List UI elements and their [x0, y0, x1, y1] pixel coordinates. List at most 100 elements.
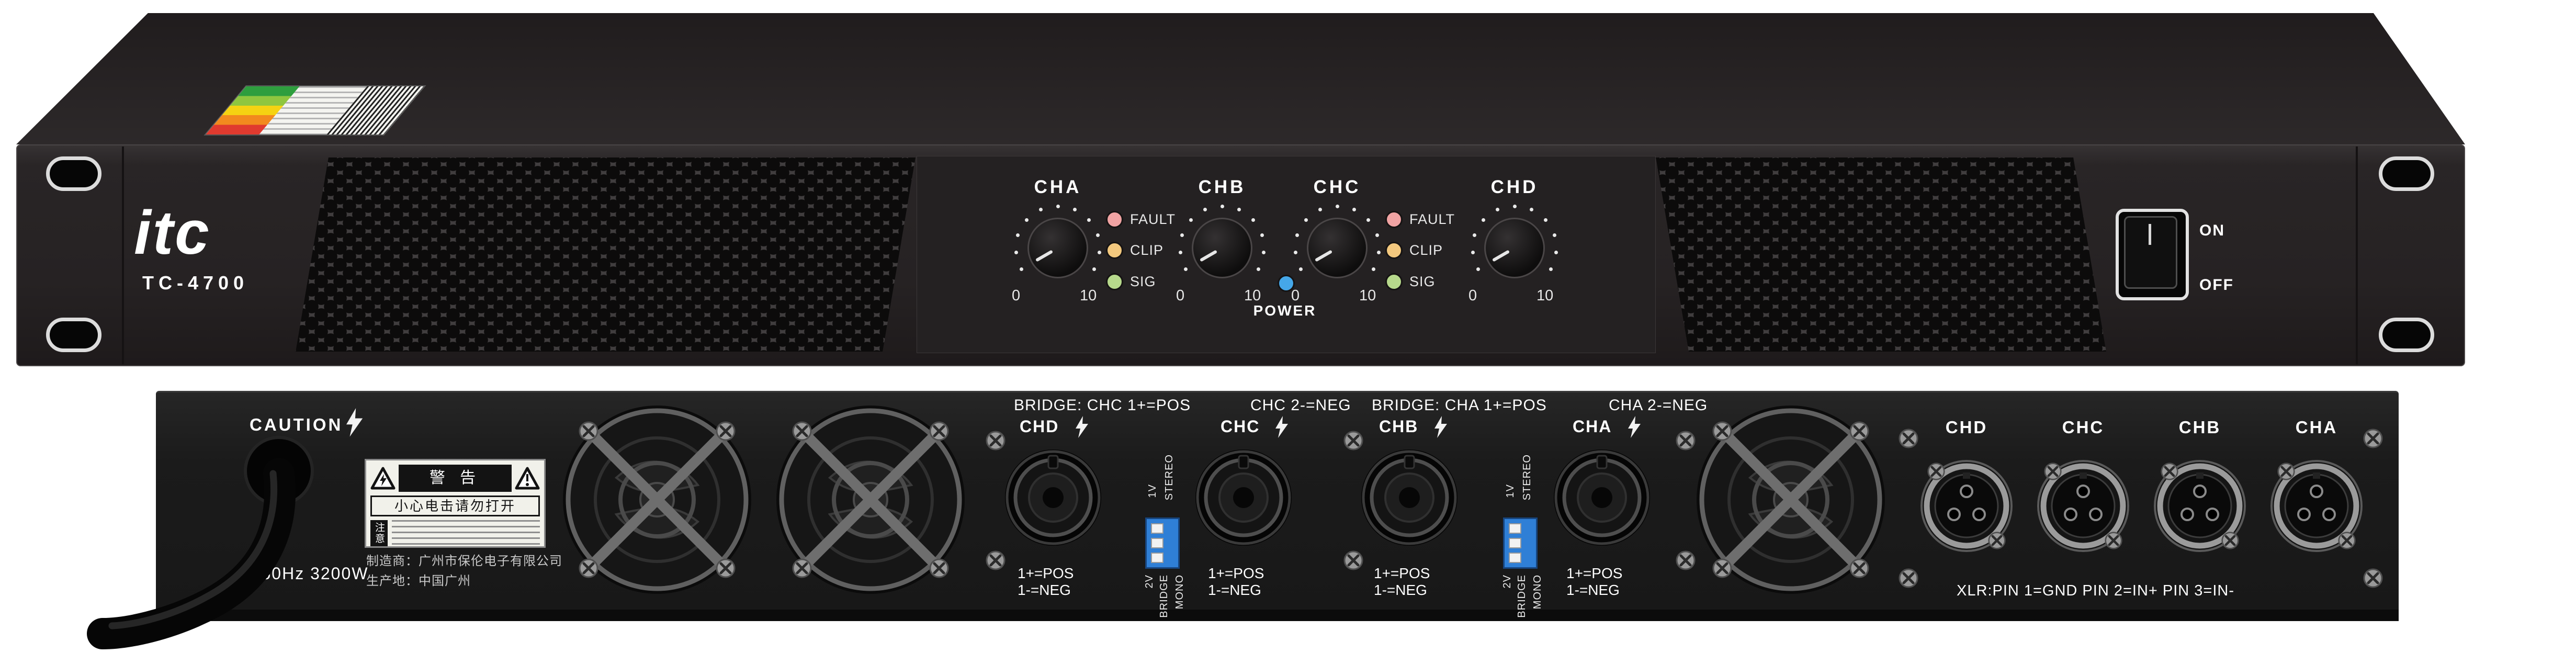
origin-line: 生产地：中国广州 [366, 574, 471, 588]
dip-label-mono: MONO [1532, 575, 1543, 610]
model-number: TC-4700 [142, 272, 249, 294]
speakon-neg-note: 1-=NEG [1566, 582, 1620, 598]
knob-tick [1295, 233, 1300, 237]
rack-screw-slot [46, 156, 101, 191]
knob-tick [1293, 250, 1297, 254]
clip-led [1385, 242, 1403, 259]
gain-knob-cha [1027, 218, 1088, 278]
rack-screw-slot [46, 318, 101, 352]
knob-tick [1020, 267, 1024, 271]
dip-toggle [1151, 523, 1163, 534]
channel-label-chc: CHC [1313, 177, 1361, 197]
knob-min-label: 0 [1176, 287, 1185, 304]
knob-min-label: 0 [1468, 287, 1477, 304]
knob-tick [1471, 250, 1475, 254]
knob-tick [1552, 233, 1556, 237]
dip-label-bridge: BRIDGE [1158, 575, 1170, 618]
gain-knob-chb [1192, 218, 1252, 278]
rack-screw-slot [2379, 156, 2434, 191]
xlr-pinout-note: XLR:PIN 1=GND PIN 2=IN+ PIN 3=IN- [1957, 582, 2235, 599]
speaker-grille-left [296, 157, 916, 352]
power-led-label: POWER [1253, 302, 1317, 319]
signal-led-label: SIG [1130, 274, 1156, 289]
knob-min-label: 0 [1012, 287, 1021, 304]
knob-tick [1375, 233, 1379, 237]
knob-max-label: 10 [1536, 287, 1554, 304]
warning-note: 注意 [370, 520, 388, 546]
fault-led [1106, 211, 1123, 228]
mode-dip-switch [1503, 517, 1538, 569]
clip-led-label: CLIP [1130, 242, 1164, 258]
knob-tick [1371, 267, 1375, 271]
knob-tick [1178, 250, 1182, 254]
bridge-note-group2-right: CHA 2-=NEG [1609, 397, 1708, 414]
dip-toggle [1509, 523, 1521, 534]
bridge-note-group1-left: BRIDGE: CHC 1+=POS [1014, 397, 1191, 414]
speakon-pos-note: 1+=POS [1374, 565, 1430, 581]
knob-tick [1476, 267, 1481, 271]
knob-max-label: 10 [1080, 287, 1097, 304]
speakon-neg-note: 1-=NEG [1018, 582, 1071, 598]
warning-title: 警 告 [399, 465, 512, 492]
signal-led [1385, 273, 1403, 290]
xlr-label-chd: CHD [1945, 418, 1988, 437]
knob-tick [1087, 218, 1091, 222]
speakon-neg-note: 1-=NEG [1374, 582, 1427, 598]
rack-ear-seam-right [2356, 147, 2358, 364]
knob-tick [1543, 218, 1547, 222]
dip-label-stereo: STEREO [1521, 454, 1533, 501]
gain-knob-chd [1484, 218, 1545, 278]
front-top-face [16, 13, 2465, 144]
rack-ear-seam-left [122, 147, 124, 364]
dip-toggle [1151, 538, 1163, 548]
dip-label-stereo: STEREO [1163, 454, 1175, 501]
knob-tick [1016, 233, 1020, 237]
bridge-note-group2-left: BRIDGE: CHA 1+=POS [1372, 397, 1547, 414]
knob-tick [1549, 267, 1553, 271]
knob-tick [1352, 208, 1357, 212]
speakon-pos-note: 1+=POS [1018, 565, 1074, 581]
knob-tick [1098, 250, 1102, 254]
brand-logo: itc [134, 198, 211, 267]
speakon-neg-note: 1-=NEG [1208, 582, 1261, 598]
speakon-pos-note: 1+=POS [1208, 565, 1264, 581]
channel-label-cha: CHA [1034, 177, 1082, 197]
power-led [1278, 275, 1295, 292]
knob-tick [1237, 208, 1241, 212]
gain-knob-chc [1307, 218, 1368, 278]
knob-tick [1473, 233, 1477, 237]
fault-led-label: FAULT [1130, 211, 1176, 227]
knob-tick [1299, 267, 1303, 271]
knob-tick [1304, 218, 1308, 222]
knob-tick [1530, 208, 1534, 212]
knob-tick [1377, 250, 1381, 254]
knob-tick [1180, 233, 1184, 237]
knob-max-label: 10 [1244, 287, 1261, 304]
channel-label-chd: CHD [1490, 177, 1539, 197]
warning-fine-print [392, 520, 540, 546]
knob-tick [1038, 208, 1043, 212]
caution-label: CAUTION [250, 415, 343, 434]
speakon-label-chc: CHC [1221, 417, 1260, 436]
knob-tick [1256, 267, 1260, 271]
warning-triangle-exclamation-icon [515, 467, 540, 490]
fault-led-label: FAULT [1409, 211, 1455, 227]
switch-on-label: ON [2199, 222, 2225, 239]
knob-tick [1512, 204, 1517, 208]
bridge-note-group1-right: CHC 2-=NEG [1250, 397, 1351, 414]
power-rating: 50/60Hz 3200W [235, 564, 369, 583]
mode-dip-switch [1145, 517, 1180, 569]
knob-tick [1554, 250, 1558, 254]
speakon-label-chb: CHB [1379, 417, 1419, 436]
speakon-pos-note: 1+=POS [1566, 565, 1623, 581]
clip-led-label: CLIP [1409, 242, 1443, 258]
xlr-label-chb: CHB [2178, 418, 2221, 437]
dip-toggle [1509, 553, 1521, 563]
knob-tick [1092, 267, 1096, 271]
dip-toggle [1509, 538, 1521, 548]
dip-toggle [1151, 553, 1163, 563]
dip-label-2v: 2V [1501, 575, 1513, 589]
fault-led [1385, 211, 1403, 228]
speakon-label-chd: CHD [1020, 417, 1059, 436]
